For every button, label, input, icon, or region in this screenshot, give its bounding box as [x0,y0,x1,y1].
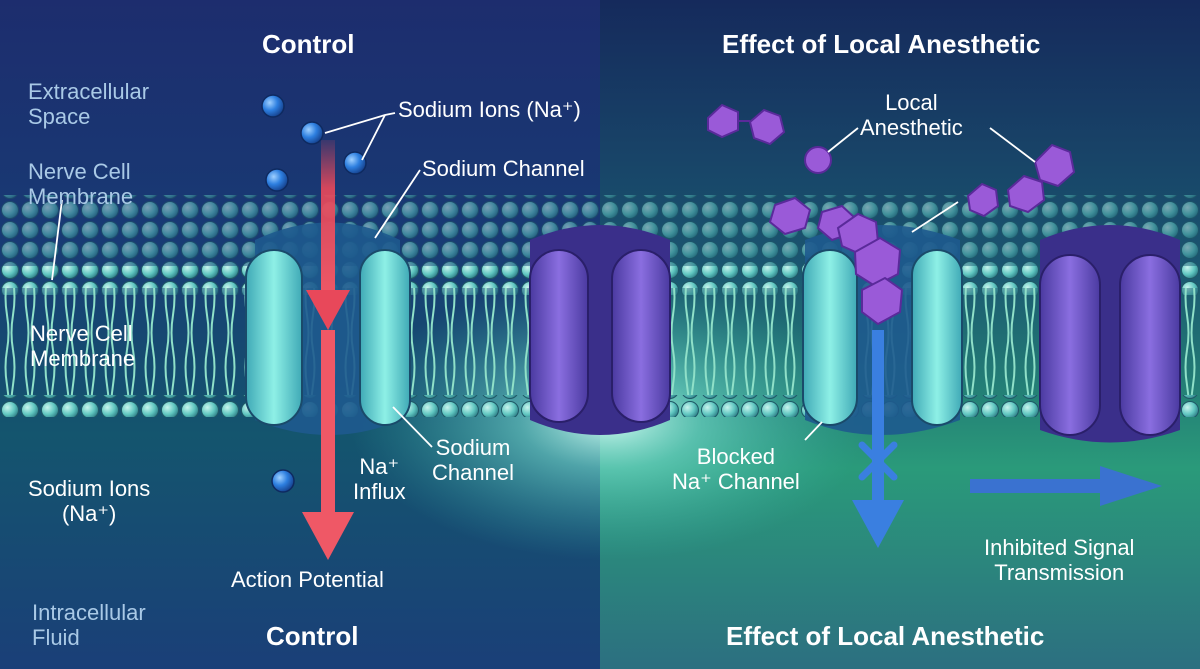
label-sodium-channel-top: Sodium Channel [422,156,585,181]
label-intracellular-fluid: Intracellular Fluid [32,600,146,650]
label-sodium-ions: Sodium Ions (Na⁺) [398,97,581,122]
label-blocked-channel: Blocked Na⁺ Channel [672,444,800,494]
label-sodium-ions-side: Sodium Ions (Na⁺) [28,476,151,526]
sodium-channel-open [245,222,411,435]
control-title-bottom: Control [266,621,359,651]
blocked-arrow [852,330,904,548]
effect-title-bottom: Effect of Local Anesthetic [726,621,1045,651]
channel-purple-1 [529,225,671,435]
label-nerve-cell-membrane-lower: Nerve Cell Membrane [30,321,136,371]
channel-purple-2 [1039,225,1181,443]
label-inhibited-signal: Inhibited Signal Transmission [984,535,1135,585]
sodium-ions [261,94,367,493]
label-na-influx: Na⁺ Influx [353,454,406,504]
control-title-top: Control [262,29,355,59]
label-nerve-cell-membrane-upper: Nerve Cell Membrane [28,159,134,209]
anesthetic-molecules [707,103,1076,326]
pointer-lines [51,112,1036,448]
label-extracellular-space: Extracellular Space [28,79,150,129]
label-sodium-channel-bottom: Sodium Channel [432,435,514,485]
label-action-potential: Action Potential [231,567,384,592]
label-local-anesthetic: Local Anesthetic [860,90,963,140]
effect-title-top: Effect of Local Anesthetic [722,29,1041,59]
inhibited-signal-arrow [970,466,1162,506]
influx-arrow [302,140,354,560]
